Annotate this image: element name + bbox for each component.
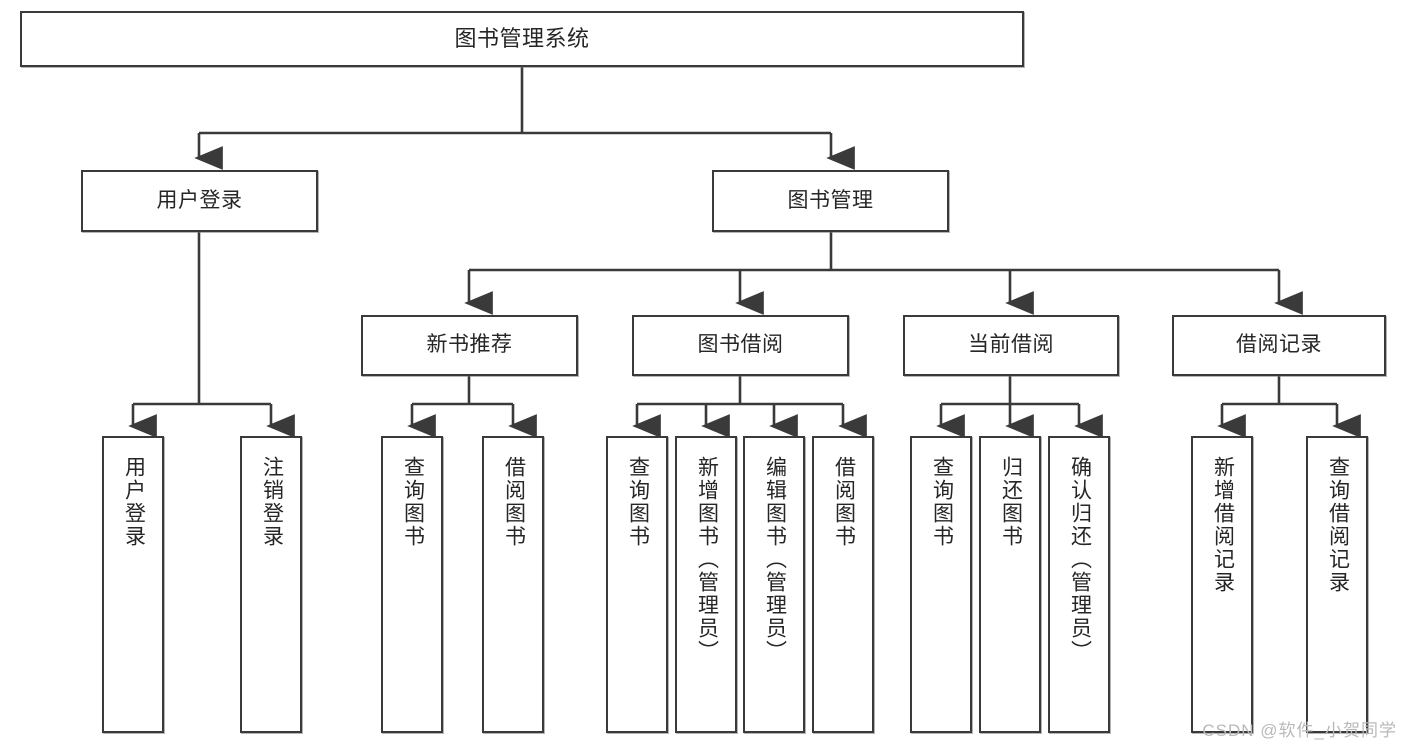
leaf-confirm-return-admin[interactable]: 确认归还（管理员）: [1048, 436, 1110, 733]
node-label: 当前借阅: [968, 333, 1054, 357]
leaf-edit-book-admin[interactable]: 编辑图书（管理员）: [743, 436, 805, 733]
node-label: 新增图书（管理员）: [695, 456, 719, 663]
leaf-add-borrow-record[interactable]: 新增借阅记录: [1191, 436, 1253, 733]
leaf-return-book[interactable]: 归还图书: [979, 436, 1041, 733]
node-borrow-record[interactable]: 借阅记录: [1172, 315, 1386, 376]
node-book-borrow[interactable]: 图书借阅: [632, 315, 849, 376]
node-label: 归还图书: [999, 456, 1023, 548]
node-label: 用户登录: [122, 456, 146, 548]
node-label: 图书管理系统: [454, 26, 590, 52]
node-book-management[interactable]: 图书管理: [712, 170, 949, 232]
node-label: 查询借阅记录: [1326, 456, 1350, 594]
leaf-query-borrow-record[interactable]: 查询借阅记录: [1306, 436, 1368, 733]
watermark: CSDN @软件_小贺同学: [1202, 721, 1397, 740]
node-root-book-management-system[interactable]: 图书管理系统: [20, 11, 1024, 67]
leaf-borrow-book[interactable]: 借阅图书: [812, 436, 874, 733]
node-label: 查询图书: [930, 456, 954, 548]
node-current-borrow[interactable]: 当前借阅: [903, 315, 1119, 376]
node-label: 注销登录: [260, 456, 284, 548]
leaf-query-book-current[interactable]: 查询图书: [910, 436, 972, 733]
node-label: 新书推荐: [426, 333, 513, 357]
node-label: 编辑图书（管理员）: [763, 456, 787, 663]
node-label: 借阅记录: [1236, 333, 1322, 357]
node-label: 图书借阅: [697, 333, 784, 357]
node-label: 查询图书: [626, 456, 650, 548]
node-label: 新增借阅记录: [1211, 456, 1235, 594]
leaf-query-book-recommend[interactable]: 查询图书: [381, 436, 443, 733]
leaf-borrow-book-recommend[interactable]: 借阅图书: [482, 436, 544, 733]
leaf-logout[interactable]: 注销登录: [240, 436, 302, 733]
leaf-user-login[interactable]: 用户登录: [102, 436, 164, 733]
leaf-add-book-admin[interactable]: 新增图书（管理员）: [675, 436, 737, 733]
node-label: 确认归还（管理员）: [1068, 456, 1092, 663]
node-label: 用户登录: [156, 188, 243, 212]
leaf-query-book-borrow[interactable]: 查询图书: [606, 436, 668, 733]
node-label: 借阅图书: [832, 456, 856, 548]
node-label: 借阅图书: [502, 456, 526, 548]
node-label: 图书管理: [787, 188, 874, 212]
node-new-book-recommend[interactable]: 新书推荐: [361, 315, 578, 376]
node-user-login[interactable]: 用户登录: [81, 170, 318, 232]
node-label: 查询图书: [401, 456, 425, 548]
